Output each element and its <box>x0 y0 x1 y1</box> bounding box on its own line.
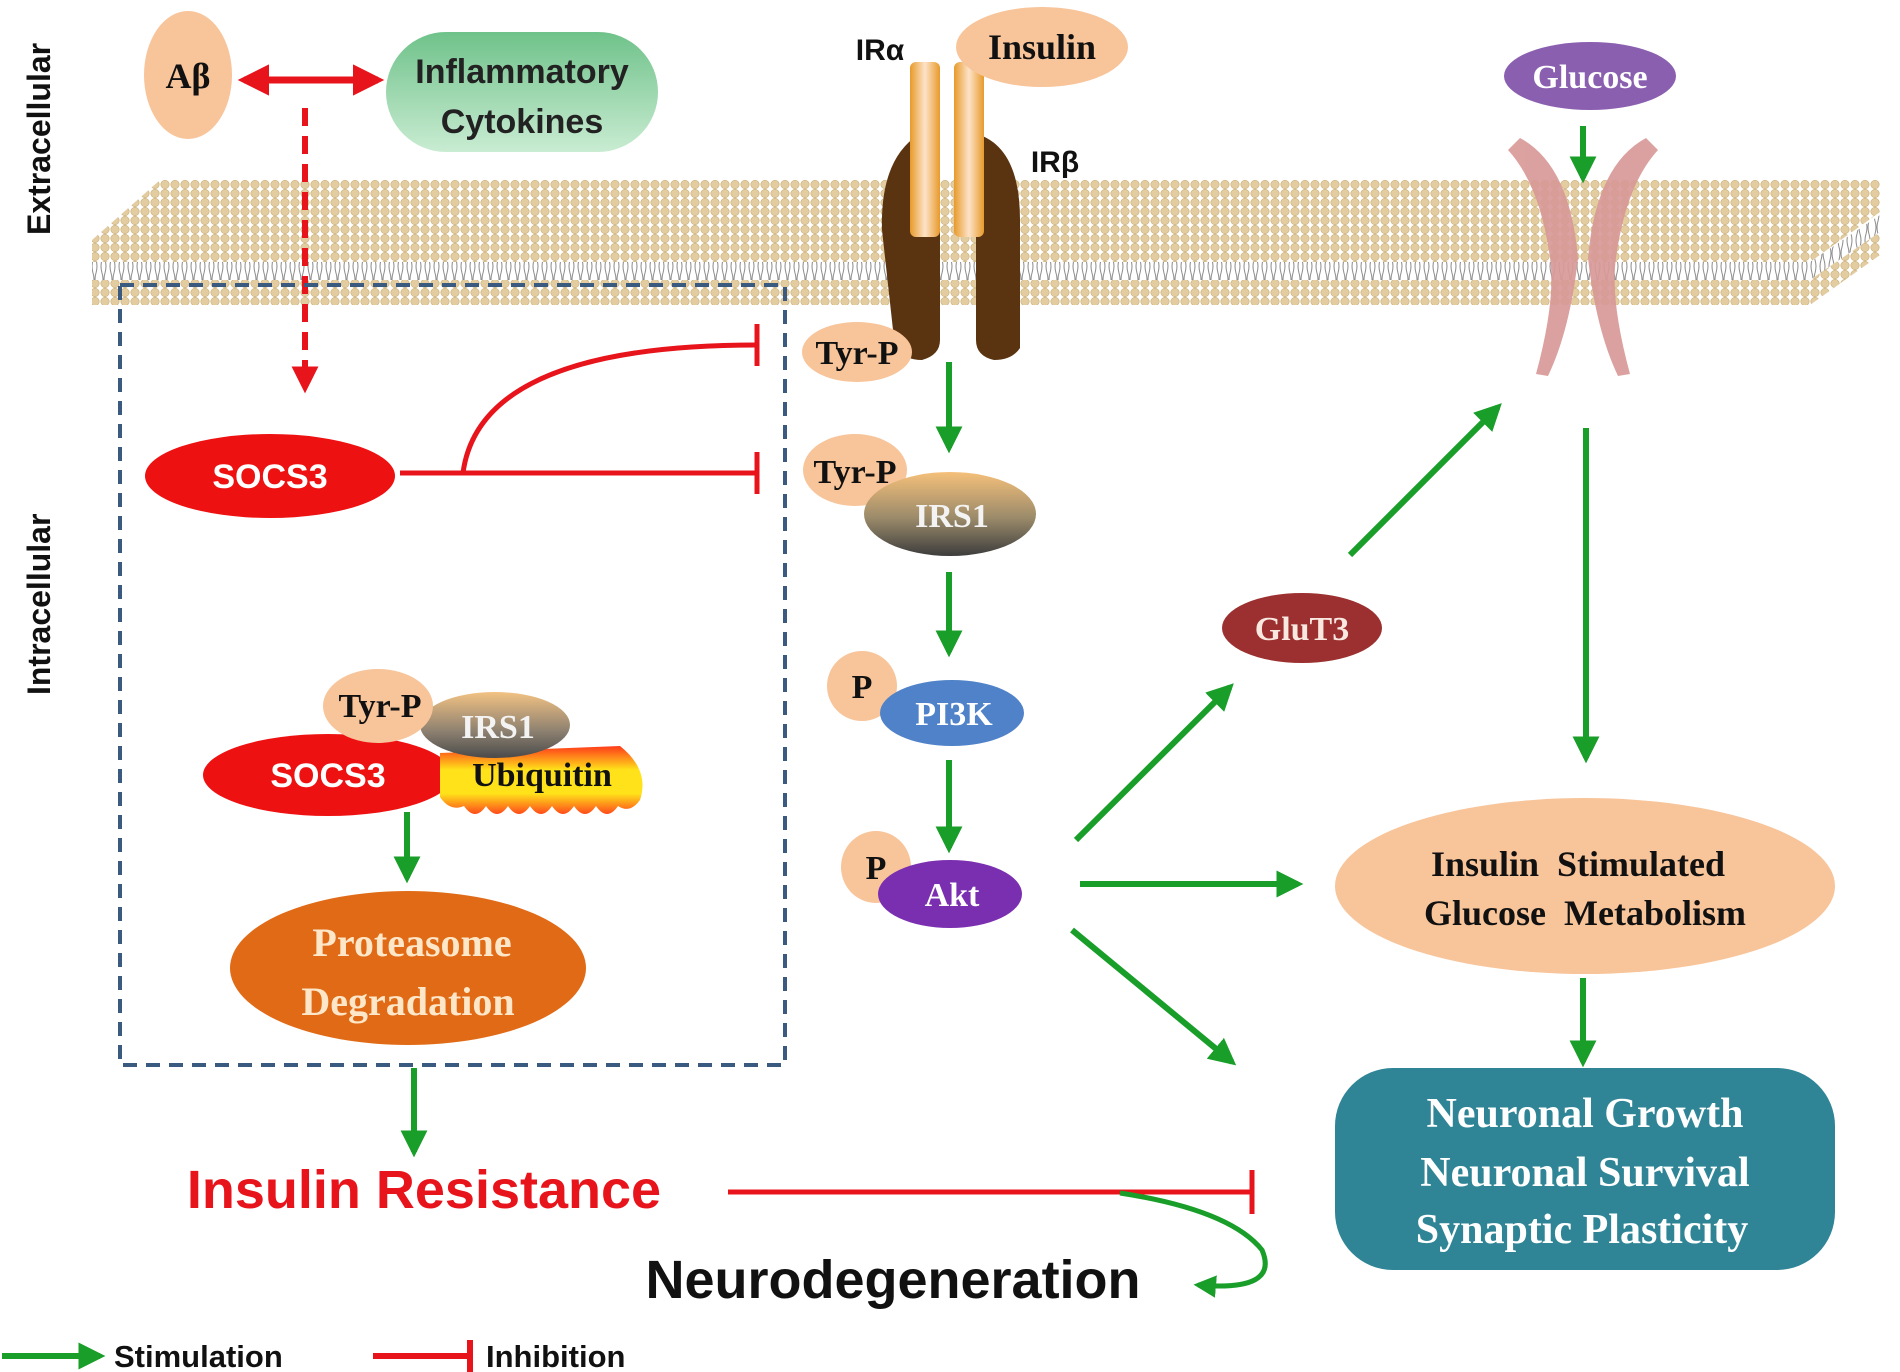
intracellular-label: Intracellular <box>21 514 57 695</box>
socs3-inhibition-lines <box>400 324 760 494</box>
insulin-resistance-to-neurodegeneration-arrow <box>1119 1190 1268 1298</box>
proteasome-label-line1: Proteasome <box>312 920 511 965</box>
outcome-neuronal-survival: Neuronal Survival <box>1420 1150 1749 1196</box>
irs1-label: IRS1 <box>915 498 989 535</box>
complex-socs3-label: SOCS3 <box>270 757 385 795</box>
ubiquitin-node <box>440 746 643 814</box>
proteasome-degradation-node <box>230 891 586 1045</box>
ir-alpha-left-subunit <box>910 62 940 237</box>
irs1-tyr-p-node <box>803 434 907 506</box>
abeta-label: Aβ <box>166 56 211 96</box>
socs3-node <box>145 434 395 518</box>
proteasome-label-line2: Degradation <box>301 979 514 1024</box>
inflammatory-cytokines-node <box>386 32 658 152</box>
akt-to-glut3-arrow <box>1073 683 1234 843</box>
glucose-transporter <box>1508 138 1658 376</box>
outcome-synaptic-plasticity: Synaptic Plasticity <box>1416 1207 1749 1253</box>
akt-to-outcomes-arrow <box>1070 927 1237 1066</box>
glucose-label: Glucose <box>1532 59 1647 96</box>
membrane-tails <box>92 215 1880 280</box>
ir-beta-right-subunit <box>976 135 1020 360</box>
ir-beta-label: IRβ <box>1031 146 1079 179</box>
metabolism-label-line1: Insulin Stimulated <box>1431 844 1725 884</box>
ir-alpha-right-subunit <box>954 62 984 237</box>
glut3-label: GluT3 <box>1255 611 1349 648</box>
legend: Stimulation Inhibition <box>2 1339 625 1372</box>
metabolism-label-line2: Glucose Metabolism <box>1424 893 1746 933</box>
insulin-receptor <box>881 62 1020 360</box>
complex-irs1-label: IRS1 <box>461 709 535 746</box>
pi3k-phospho-node <box>827 651 897 721</box>
akt-label: Akt <box>925 877 980 914</box>
ubiquitin-label: Ubiquitin <box>472 757 612 794</box>
pi3k-node <box>880 680 1024 746</box>
legend-inhibition-label: Inhibition <box>486 1339 625 1372</box>
cytokines-label-line2: Cytokines <box>441 103 604 141</box>
complex-tyr-p-label: Tyr-P <box>338 688 421 725</box>
transporter-left-half <box>1508 138 1578 376</box>
glut3-node <box>1222 593 1382 663</box>
outcome-neuronal-growth: Neuronal Growth <box>1427 1091 1744 1137</box>
complex-tyr-p-node <box>323 669 433 743</box>
legend-stimulation-label: Stimulation <box>114 1339 283 1372</box>
receptor-tyr-p-label: Tyr-P <box>815 335 898 372</box>
insulin-resistance-inhibition <box>728 1170 1255 1214</box>
pi3k-phospho-label: P <box>852 669 873 706</box>
complex-socs3-node <box>203 734 453 816</box>
socs3-label: SOCS3 <box>212 458 327 496</box>
socs3-mechanism-box <box>118 283 787 1067</box>
extracellular-label: Extracellular <box>21 43 57 235</box>
glucose-node <box>1504 42 1676 110</box>
transporter-right-half <box>1588 138 1658 376</box>
insulin-label: Insulin <box>988 27 1096 67</box>
cytokines-label-line1: Inflammatory <box>415 53 629 91</box>
irs1-node <box>864 472 1036 556</box>
pi3k-label: PI3K <box>915 696 993 733</box>
receptor-tyr-p-node <box>802 322 912 382</box>
neurodegeneration-label: Neurodegeneration <box>645 1250 1140 1310</box>
akt-phospho-label: P <box>866 850 887 887</box>
insulin-resistance-label: Insulin Resistance <box>187 1160 661 1220</box>
abeta-node <box>144 11 232 139</box>
socs3-irs1-ubiquitin-complex <box>203 669 643 816</box>
glucose-metabolism-node <box>1335 798 1835 974</box>
irs1-tyr-p-label: Tyr-P <box>813 454 896 491</box>
insulin-node <box>956 7 1128 87</box>
complex-irs1-node <box>420 692 570 758</box>
glut3-to-transporter-arrow <box>1347 403 1502 558</box>
akt-node <box>878 860 1022 928</box>
neuronal-outcomes-box <box>1335 1068 1835 1270</box>
ir-alpha-label: IRα <box>856 34 905 67</box>
